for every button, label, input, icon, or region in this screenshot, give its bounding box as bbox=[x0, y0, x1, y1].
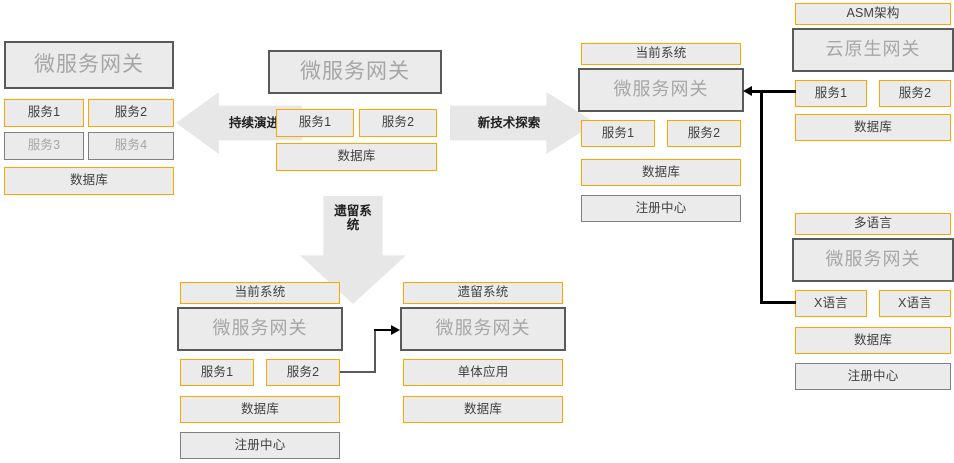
center-service2-box: 服务2 bbox=[359, 109, 437, 137]
bottom-current-gateway-box: 微服务网关 bbox=[177, 307, 343, 351]
new-tech-exploration-arrow: 新技术探索 bbox=[450, 92, 596, 154]
multilang-gateway-box: 微服务网关 bbox=[792, 238, 954, 282]
future-database-box: 数据库 bbox=[4, 167, 174, 195]
center-database-box: 数据库 bbox=[276, 143, 437, 171]
asm-service1-box: 服务1 bbox=[795, 80, 867, 107]
current-system-service2-box: 服务2 bbox=[667, 120, 741, 147]
legacy-gateway-box: 微服务网关 bbox=[400, 307, 566, 351]
connector-legacy-vertical bbox=[374, 330, 376, 373]
bottom-current-service2-box: 服务2 bbox=[266, 359, 340, 386]
asm-database-box: 数据库 bbox=[795, 114, 951, 141]
center-gateway-box: 微服务网关 bbox=[268, 50, 442, 94]
current-system-database-box: 数据库 bbox=[581, 159, 741, 186]
legacy-arrow-label-line2: 统 bbox=[346, 218, 360, 233]
asm-header: ASM架构 bbox=[795, 3, 951, 25]
legacy-monolith-box: 单体应用 bbox=[403, 359, 563, 386]
future-service2-box: 服务2 bbox=[88, 99, 174, 127]
connector-legacy-horizontal-upper bbox=[374, 329, 394, 331]
center-service1-box: 服务1 bbox=[276, 109, 354, 137]
connector-arrowhead-to-legacy bbox=[391, 325, 400, 335]
bottom-current-service1-box: 服务1 bbox=[180, 359, 254, 386]
multilang-header: 多语言 bbox=[795, 213, 951, 235]
asm-gateway-box: 云原生网关 bbox=[792, 28, 954, 72]
future-service1-box: 服务1 bbox=[4, 99, 84, 127]
current-system-gateway-box: 微服务网关 bbox=[578, 68, 744, 112]
multilang-lang1-box: X语言 bbox=[795, 290, 867, 317]
future-gateway-box: 微服务网关 bbox=[4, 41, 174, 89]
multilang-database-box: 数据库 bbox=[795, 327, 951, 354]
legacy-header: 遗留系统 bbox=[403, 282, 563, 304]
bottom-current-database-box: 数据库 bbox=[180, 396, 340, 423]
connector-asm-horizontal bbox=[752, 90, 796, 93]
asm-service2-box: 服务2 bbox=[879, 80, 951, 107]
multilang-registry-box: 注册中心 bbox=[795, 363, 951, 390]
legacy-arrow-label-line1: 遗留系 bbox=[334, 204, 372, 218]
future-service4-box: 服务4 bbox=[88, 132, 174, 160]
connector-right-vertical bbox=[760, 90, 763, 304]
bottom-current-registry-box: 注册中心 bbox=[180, 432, 340, 459]
connector-arrowhead-to-current-system bbox=[743, 86, 752, 96]
connector-multilang-horizontal bbox=[760, 301, 796, 304]
current-system-service1-box: 服务1 bbox=[581, 120, 655, 147]
bottom-current-header: 当前系统 bbox=[180, 282, 340, 304]
legacy-database-box: 数据库 bbox=[403, 396, 563, 423]
future-service3-box: 服务3 bbox=[4, 132, 84, 160]
current-system-registry-box: 注册中心 bbox=[581, 195, 741, 222]
multilang-lang2-box: X语言 bbox=[879, 290, 951, 317]
current-system-header: 当前系统 bbox=[581, 43, 741, 65]
connector-legacy-horizontal-lower bbox=[340, 371, 376, 373]
